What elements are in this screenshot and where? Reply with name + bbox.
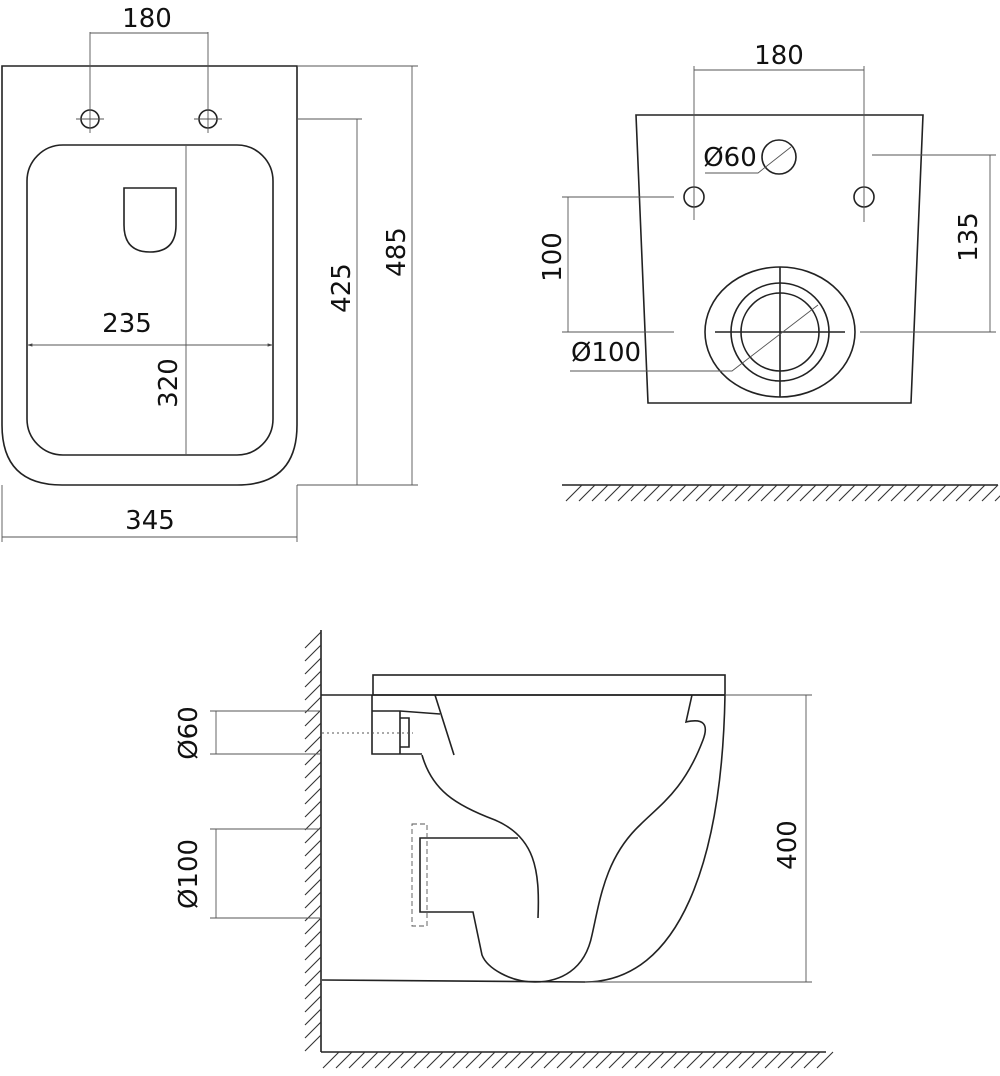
bowl-bottom-line	[321, 979, 586, 983]
mounting-hole-right	[194, 32, 222, 133]
bowl-outer-profile	[584, 694, 726, 983]
bowl-outline	[1, 65, 298, 486]
bowl-inner-outline	[26, 144, 274, 456]
dim-label-345: 345	[125, 506, 175, 536]
dim-label-100: 100	[538, 232, 568, 282]
dim-label-485: 485	[382, 227, 412, 277]
dim-label-235: 235	[102, 309, 152, 339]
dim-label-425: 425	[327, 263, 357, 313]
trap-profile	[419, 694, 707, 983]
drain-outlet	[704, 266, 856, 398]
back-view: 180 Ø60 Ø100 100 135	[538, 41, 1000, 502]
mounting-hole-left	[76, 32, 104, 133]
back-outline	[635, 114, 924, 404]
dim-label-inlet: Ø60	[174, 706, 204, 760]
floor-line	[562, 484, 1000, 502]
dim-label-400: 400	[773, 820, 803, 870]
dim-label-135: 135	[954, 212, 984, 262]
inlet-bracket	[371, 694, 455, 756]
dim-label-180: 180	[754, 41, 804, 71]
top-view: 180 235 320 425 485 345	[1, 4, 418, 542]
floor	[321, 1051, 834, 1069]
side-view: Ø60 Ø100 400	[174, 630, 834, 1069]
outlet-connector	[411, 823, 428, 927]
dim-label-outlet: Ø100	[571, 338, 641, 368]
seat-cutout	[123, 187, 177, 253]
dim-line-135	[860, 154, 996, 333]
dim-line-outlet	[210, 828, 322, 919]
dim-line-100	[562, 196, 674, 333]
dim-line-485	[297, 65, 418, 486]
dim-label-180: 180	[122, 4, 172, 34]
wall	[304, 630, 322, 1052]
dim-label-outlet: Ø100	[174, 839, 204, 909]
water-inlet	[761, 139, 797, 175]
dim-line-inlet	[210, 710, 322, 755]
dim-line-345	[1, 485, 298, 542]
dim-label-320: 320	[154, 358, 184, 408]
bowl-inner-profile	[421, 754, 540, 919]
dim-label-inlet: Ø60	[703, 143, 757, 173]
seat-lid	[372, 674, 726, 696]
